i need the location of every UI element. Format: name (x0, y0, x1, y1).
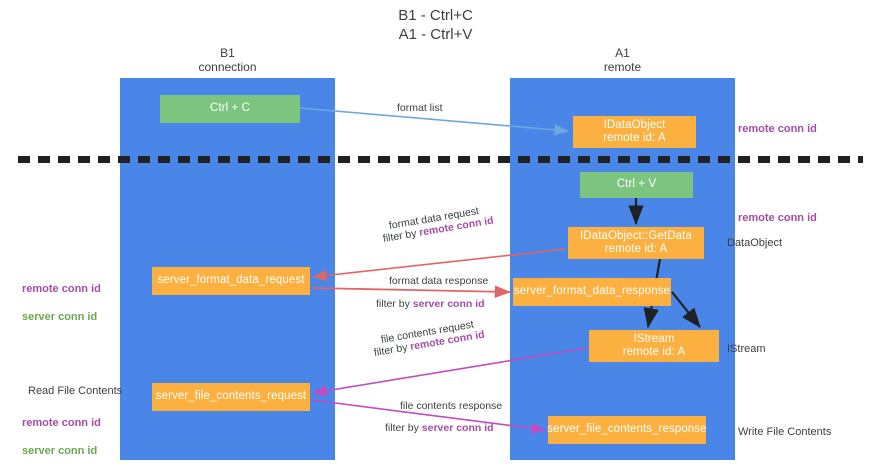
server-conn-id-key: server conn id (421, 422, 494, 434)
node-ctrl-v[interactable]: Ctrl + V (580, 172, 693, 198)
legend-server-conn-id: server conn id (22, 445, 98, 457)
edge-label-format-data-response-filter: filter by server conn id (376, 297, 485, 311)
annotation-legend-bottom: remote conn id server conn id (22, 402, 101, 467)
annotation-read-file-contents: Read File Contents (28, 385, 123, 397)
legend-server-conn-id: server conn id (22, 311, 98, 323)
edge-label-file-contents-response-filter: filter by server conn id (385, 421, 494, 435)
edge-format-data-response (311, 285, 511, 298)
legend-remote-conn-id: remote conn id (22, 283, 101, 295)
edge-format-list (299, 107, 569, 136)
edge-label-format-list: format list (397, 102, 443, 114)
node-idataobject-getdata[interactable]: IDataObject::GetData remote id: A (568, 227, 704, 259)
node-server-format-data-response[interactable]: server_format_data_response (513, 278, 671, 306)
annotation-istream: IStream (727, 343, 766, 355)
annotation-remote-conn-id-top: remote conn id (738, 123, 817, 135)
server-conn-id-key: server conn id (412, 298, 485, 310)
annotation-write-file-contents: Write File Contents (738, 426, 832, 438)
edge-response-to-istream (671, 291, 701, 328)
legend-remote-conn-id: remote conn id (22, 417, 101, 429)
annotation-legend-top: remote conn id server conn id (22, 268, 101, 338)
filter-prefix-text: filter by (385, 422, 422, 434)
edge-file-contents-response (311, 399, 546, 434)
node-istream-remote[interactable]: IStream remote id: A (589, 330, 719, 362)
node-server-file-contents-request[interactable]: server_file_contents_request (152, 383, 310, 411)
filter-prefix-text: filter by (376, 298, 413, 310)
node-server-format-data-request[interactable]: server_format_data_request (152, 267, 310, 295)
edge-label-format-data-response: format data response (389, 275, 489, 287)
node-ctrl-c[interactable]: Ctrl + C (160, 95, 300, 123)
edge-label-file-contents-response: file contents response (400, 400, 503, 412)
node-server-file-contents-response[interactable]: server_file_contents_response (547, 416, 707, 444)
edge-file-contents-request (312, 347, 588, 397)
node-idataobject-remote[interactable]: IDataObject remote id: A (573, 116, 696, 148)
annotation-dataobject: DataObject (727, 237, 783, 249)
phase-separator (18, 156, 863, 163)
edge-format-data-request (312, 248, 567, 282)
column-header-b1: B1 connection (198, 46, 257, 74)
diagram-title: B1 - Ctrl+C A1 - Ctrl+V (398, 7, 473, 43)
annotation-remote-conn-id-mid: remote conn id (738, 212, 817, 224)
column-header-a1: A1 remote (603, 46, 642, 74)
